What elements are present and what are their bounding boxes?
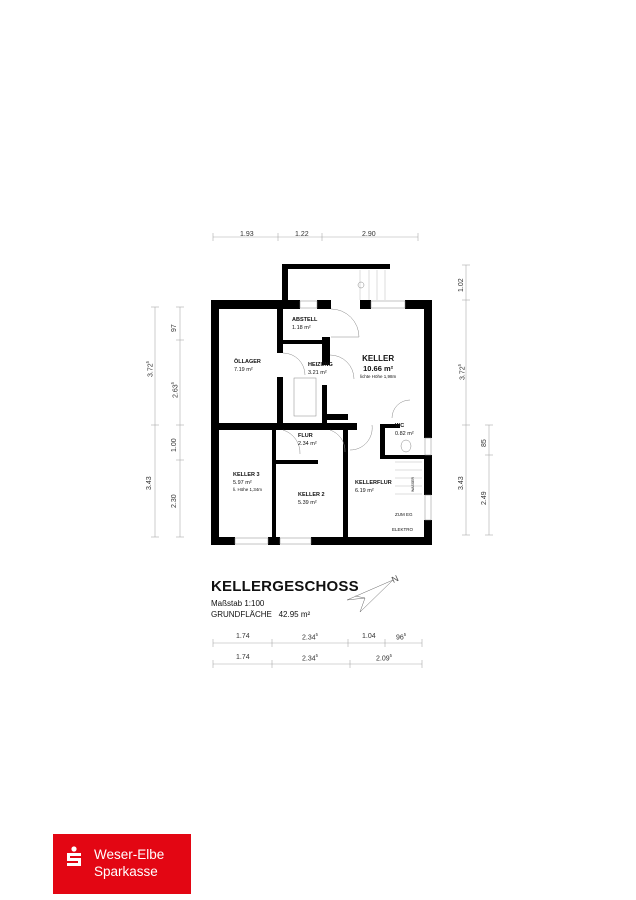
room-area: 5.39 m² — [298, 499, 317, 506]
logo-line-2: Sparkasse — [94, 864, 158, 879]
logo-line-1: Weser-Elbe — [94, 847, 165, 862]
floor-area-label: GRUNDFLÄCHE — [211, 610, 272, 619]
walls — [211, 264, 432, 545]
dim-left-inner-1: 97 — [171, 324, 178, 332]
room-note: lichte Höhe 1,98m — [360, 373, 397, 379]
room-area: 1.18 m² — [292, 324, 311, 331]
room-name: FLUR — [298, 433, 313, 439]
room-wc: WC 0.82 m² — [395, 423, 414, 437]
dim-right-inner-1: 85 — [481, 439, 488, 447]
dim-left-outer-1: 3.725 — [145, 361, 155, 377]
floor-area-value: 42.95 m² — [278, 610, 311, 619]
room-name: KELLER — [362, 354, 395, 363]
dim-right-inner-2: 2.49 — [481, 491, 488, 505]
dim-right-outer-3: 3.43 — [458, 476, 465, 490]
dim-right-outer-2: 3.725 — [457, 364, 467, 380]
room-abstell: ABSTELL 1.18 m² — [292, 317, 318, 331]
dim-left-outer-2: 3.43 — [146, 476, 153, 490]
dim-bottom2-1: 1.74 — [236, 654, 250, 661]
room-area: 3.21 m² — [308, 369, 327, 376]
dim-top-2: 1.22 — [295, 231, 309, 238]
room-name: ABSTELL — [292, 317, 318, 323]
room-keller: KELLER 10.66 m² lichte Höhe 1,98m — [360, 355, 396, 379]
dim-bottom2-3: 2.095 — [376, 653, 392, 663]
dimension-lines — [151, 233, 493, 668]
room-kellerflur: KELLERFLUR 6.19 m² — [355, 480, 392, 494]
dim-left-inner-4: 2.30 — [171, 494, 178, 508]
room-flur: FLUR 2.34 m² — [298, 433, 317, 447]
dim-bottom1-1: 1.74 — [236, 633, 250, 640]
room-name: KELLERFLUR — [355, 480, 392, 486]
room-keller3: KELLER 3 5.97 m² li. Höhe 1,34m — [233, 472, 263, 493]
room-keller2: KELLER 2 5.39 m² — [298, 492, 325, 506]
room-area: 10.66 m² — [363, 364, 394, 373]
dim-bottom1-2: 2.345 — [302, 632, 318, 642]
room-name: KELLER 2 — [298, 492, 325, 498]
room-name: ÖLLAGER — [234, 359, 261, 365]
room-heizung: HEIZUNG 3.21 m² — [308, 362, 333, 376]
dim-bottom1-4: 965 — [396, 632, 407, 642]
room-area: 0.82 m² — [395, 430, 414, 437]
dim-top-3: 2.90 — [362, 231, 376, 238]
label-elektro: ELEKTRO — [392, 527, 414, 532]
dim-left-inner-2: 2.635 — [170, 382, 180, 398]
dim-bottom2-2: 2.345 — [302, 653, 318, 663]
dim-left-inner-3: 1.00 — [171, 438, 178, 452]
room-name: HEIZUNG — [308, 362, 333, 368]
label-wasser: WASSER — [411, 476, 415, 492]
floor-area: GRUNDFLÄCHE 42.95 m² — [211, 611, 310, 619]
room-oellager: ÖLLAGER 7.19 m² — [234, 359, 261, 373]
sparkasse-s-icon — [67, 846, 81, 866]
room-area: 2.34 m² — [298, 440, 317, 447]
room-name: WC — [395, 423, 405, 429]
dim-top-1: 1.93 — [240, 231, 254, 238]
doors-windows-stairs — [234, 270, 432, 613]
scale-label: Maßstab 1:100 — [211, 599, 265, 608]
label-zum-eg: ZUM EG — [395, 512, 413, 517]
floor-title: KELLERGESCHOSS — [211, 578, 359, 595]
dim-right-outer-1: 1.02 — [458, 278, 465, 292]
sparkasse-logo: Weser-Elbe Sparkasse — [53, 834, 191, 894]
room-area: 7.19 m² — [234, 366, 253, 373]
room-name: KELLER 3 — [233, 472, 260, 478]
dim-bottom1-3: 1.04 — [362, 633, 376, 640]
logo-text: Weser-Elbe Sparkasse — [94, 846, 164, 880]
room-area: 6.19 m² — [355, 487, 374, 494]
room-note: li. Höhe 1,34m — [233, 487, 263, 492]
room-area: 5.97 m² — [233, 479, 252, 486]
